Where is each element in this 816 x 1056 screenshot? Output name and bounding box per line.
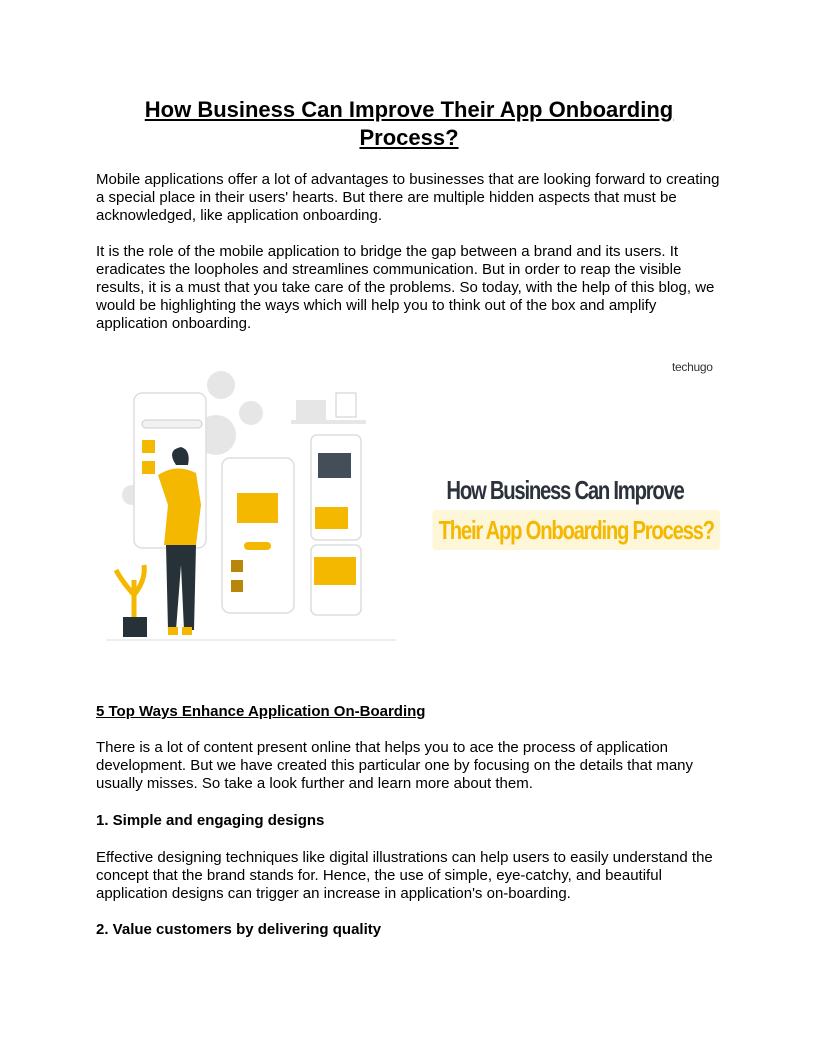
document-page: How Business Can Improve Their App Onboa… [96, 0, 722, 1056]
intro-paragraph-2: It is the role of the mobile application… [96, 243, 715, 332]
section-heading: 5 Top Ways Enhance Application On-Boardi… [96, 703, 426, 720]
page-title: How Business Can Improve Their App Onboa… [144, 97, 674, 150]
item-1-heading: 1. Simple and engaging designs [96, 812, 325, 829]
techugo-logo: techugo [672, 360, 713, 378]
intro-paragraph-1: Mobile applications offer a lot of advan… [96, 171, 720, 224]
item-2-heading: 2. Value customers by delivering quality [96, 921, 382, 938]
banner-title: How Business Can Improve Their App Onboa… [432, 470, 721, 550]
section-intro: There is a lot of content present online… [96, 739, 694, 792]
item-1-text: Effective designing techniques like digi… [96, 849, 713, 902]
logo-tagline [672, 374, 713, 378]
banner-title-line-1: How Business Can Improve [446, 475, 684, 505]
onboarding-illustration [106, 371, 396, 641]
logo-text: techugo [672, 360, 713, 374]
banner-title-line-2: Their App Onboarding Process? [432, 510, 721, 550]
banner-image: techugo How Business Can Improve Their A… [96, 355, 722, 655]
